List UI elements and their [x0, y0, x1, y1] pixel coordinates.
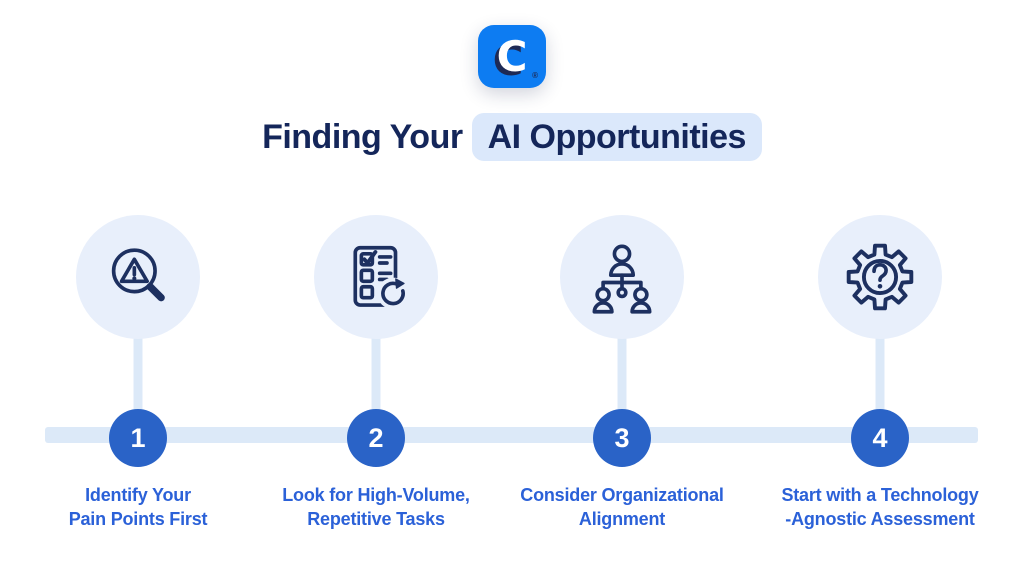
step-label: Look for High-Volume, Repetitive Tasks	[258, 483, 494, 531]
step-label-line2: -Agnostic Assessment	[785, 509, 975, 529]
step-label-line2: Repetitive Tasks	[307, 509, 445, 529]
step-label-line1: Look for High-Volume,	[282, 485, 470, 505]
step-connector	[133, 337, 143, 437]
step-label-line2: Alignment	[578, 509, 666, 529]
step-label-line1: Start with a Technology	[781, 485, 979, 505]
step-icon-circle	[818, 215, 942, 339]
step-number-badge: 4	[851, 409, 909, 467]
step-number-badge: 1	[109, 409, 167, 467]
step-column-1: 1 Identify Your Pain Points First	[20, 215, 256, 555]
step-icon-circle	[560, 215, 684, 339]
step-column-3: 3 Consider Organizational Alignment	[504, 215, 740, 555]
step-label-line1: Consider Organizational	[520, 485, 724, 505]
step-label-line1: Identify Your	[85, 485, 191, 505]
logo-letter: C	[496, 31, 528, 81]
step-number-badge: 3	[593, 409, 651, 467]
magnifier-warning-icon	[111, 248, 165, 302]
step-icon-circle	[76, 215, 200, 339]
brand-logo: C C ®	[478, 25, 546, 88]
step-connector	[617, 337, 627, 437]
step-label: Consider Organizational Alignment	[504, 483, 740, 531]
step-column-4: 4 Start with a Technology -Agnostic Asse…	[762, 215, 998, 555]
checklist-refresh-icon	[353, 245, 409, 310]
step-number-badge: 2	[347, 409, 405, 467]
title-prefix: Finding Your	[262, 118, 463, 156]
step-connector	[371, 337, 381, 437]
org-chart-icon	[592, 244, 652, 314]
step-icon-circle	[314, 215, 438, 339]
logo-letter-shadow: C	[492, 35, 524, 85]
step-column-2: 2 Look for High-Volume, Repetitive Tasks	[258, 215, 494, 555]
step-label: Start with a Technology -Agnostic Assess…	[762, 483, 998, 531]
step-label: Identify Your Pain Points First	[20, 483, 256, 531]
timeline-bar	[45, 427, 978, 443]
step-connector	[875, 337, 885, 437]
registered-trademark: ®	[532, 71, 538, 80]
step-label-line2: Pain Points First	[68, 509, 208, 529]
gear-question-icon	[846, 243, 914, 311]
title-highlight: AI Opportunities	[471, 113, 762, 161]
page-title: Finding Your AI Opportunities	[0, 113, 1024, 161]
